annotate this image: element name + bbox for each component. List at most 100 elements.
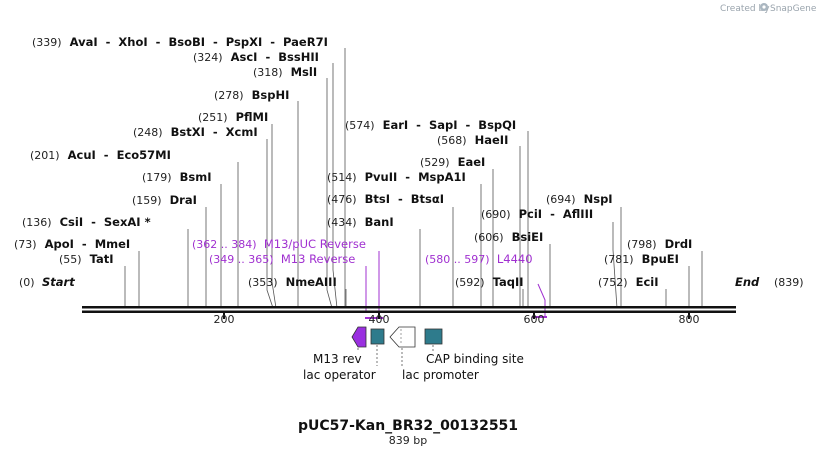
- enzyme-label-taqii[interactable]: (592) TaqII: [455, 275, 524, 289]
- cut-position: (318): [253, 66, 283, 79]
- cut-position: (434): [327, 216, 357, 229]
- enzyme-name: - PspXI: [205, 35, 262, 49]
- primer-range: (362 .. 384): [192, 238, 257, 251]
- enzyme-name: - PaeR7I: [262, 35, 328, 49]
- enzyme-name: EaeI: [450, 155, 486, 169]
- cut-position: (251): [198, 111, 228, 124]
- enzyme-name: BspHI: [244, 88, 290, 102]
- enzyme-label-apoi[interactable]: (73) ApoI - MmeI: [14, 237, 130, 251]
- enzyme-label-nmeaiii[interactable]: (353) NmeAIII: [248, 275, 337, 289]
- enzyme-name: BtsI: [357, 192, 390, 206]
- primer-label-l4440[interactable]: (580 .. 597) L4440: [425, 252, 533, 266]
- enzyme-name: - BtsαI: [390, 192, 444, 206]
- enzyme-name: NmeAIII: [278, 275, 337, 289]
- axis-ticks: [223, 313, 690, 319]
- tick-label-400: 400: [369, 313, 390, 326]
- dna-backbone: [82, 306, 736, 313]
- enzyme-name: PciI: [511, 207, 542, 221]
- enzyme-name: AcuI: [60, 148, 96, 162]
- cut-site-lines: [124, 48, 703, 309]
- enzyme-label-nspi[interactable]: (694) NspI: [546, 192, 613, 206]
- enzyme-name: - SapI: [408, 118, 457, 132]
- snapgene-brand: SnapGene: [770, 4, 817, 14]
- cut-position: (324): [193, 51, 223, 64]
- primer-label-m13-puc-reverse[interactable]: (362 .. 384) M13/pUC Reverse: [192, 237, 366, 251]
- cut-line-bstxi: [266, 139, 274, 309]
- cut-position: (568): [437, 134, 467, 147]
- enzyme-label-btsi[interactable]: (476) BtsI - BtsαI: [327, 192, 444, 206]
- map-length: 839 bp: [389, 434, 427, 447]
- enzyme-name: - BssHII: [257, 50, 318, 64]
- cut-line-pflmi: [271, 124, 277, 309]
- enzyme-name: - AflIII: [542, 207, 593, 221]
- cut-position: (248): [133, 126, 163, 139]
- end-position: (839): [774, 276, 804, 289]
- enzyme-label-bani[interactable]: (434) BanI: [327, 215, 394, 229]
- cut-line-msli: [326, 78, 333, 309]
- enzyme-name: - Eco57MI: [96, 148, 171, 162]
- enzyme-name: BsmI: [172, 170, 212, 184]
- enzyme-label-tati[interactable]: (55) TatI: [59, 252, 114, 266]
- enzyme-label-drdi[interactable]: (798) DrdI: [627, 237, 692, 251]
- cut-position: (73): [14, 238, 37, 251]
- enzyme-label-eari[interactable]: (574) EarI - SapI - BspQI: [345, 118, 516, 132]
- start-position: (0): [19, 276, 35, 289]
- cut-position: (514): [327, 171, 357, 184]
- cut-position: (606): [474, 231, 504, 244]
- enzyme-name: CsiI: [52, 215, 84, 229]
- enzyme-label-haeii[interactable]: (568) HaeII: [437, 133, 508, 147]
- cut-position: (690): [481, 208, 511, 221]
- lac-promoter-arrow-icon[interactable]: [389, 326, 416, 348]
- enzyme-label-bsmi[interactable]: (179) BsmI: [142, 170, 211, 184]
- snapgene-logo-icon: [760, 3, 768, 11]
- enzyme-name: BsiEI: [504, 230, 544, 244]
- enzyme-name: PflMI: [228, 110, 269, 124]
- cut-line-asci: [332, 63, 338, 309]
- enzyme-label-pcii[interactable]: (690) PciI - AflIII: [481, 207, 593, 221]
- enzyme-name: - MspA1I: [397, 170, 466, 184]
- primer-name: M13/pUC Reverse: [257, 237, 366, 251]
- cut-position: (55): [59, 253, 82, 266]
- primer-range: (580 .. 597): [425, 253, 490, 266]
- enzyme-name: - XcmI: [205, 125, 258, 139]
- cut-position: (781): [604, 253, 634, 266]
- tick-label-200: 200: [214, 313, 235, 326]
- enzyme-label-bsiei[interactable]: (606) BsiEI: [474, 230, 543, 244]
- primer-name: M13 Reverse: [274, 252, 356, 266]
- enzyme-name: EarI: [375, 118, 409, 132]
- credit-text: Created by: [720, 4, 770, 14]
- m13-rev-arrow-icon[interactable]: [351, 326, 367, 348]
- enzyme-label-ecii[interactable]: (752) EciI: [598, 275, 659, 289]
- enzyme-label-bsphi[interactable]: (278) BspHI: [214, 88, 289, 102]
- primer-label-m13-reverse[interactable]: (349 .. 365) M13 Reverse: [209, 252, 355, 266]
- enzyme-label-pflmi[interactable]: (251) PflMI: [198, 110, 268, 124]
- cut-position: (136): [22, 216, 52, 229]
- enzyme-label-acui[interactable]: (201) AcuI - Eco57MI: [30, 148, 171, 162]
- enzyme-label-bpuei[interactable]: (781) BpuEI: [604, 252, 679, 266]
- start-label: Start: [42, 275, 75, 289]
- cut-position: (159): [132, 194, 162, 207]
- cut-position: (574): [345, 119, 375, 132]
- enzyme-label-pvuii[interactable]: (514) PvuII - MspA1I: [327, 170, 466, 184]
- lac-operator-box[interactable]: [370, 328, 385, 345]
- cut-position: (798): [627, 238, 657, 251]
- enzyme-name: AvaI: [62, 35, 98, 49]
- enzyme-label-csii[interactable]: (136) CsiI - SexAI *: [22, 215, 151, 229]
- cap-binding-site-box[interactable]: [424, 328, 443, 345]
- enzyme-label-drai[interactable]: (159) DraI: [132, 193, 197, 207]
- feature-leader-lines: [357, 345, 434, 366]
- enzyme-label-avai[interactable]: (339) AvaI - XhoI - BsoBI - PspXI - PaeR…: [32, 35, 328, 49]
- enzyme-name: DraI: [162, 193, 197, 207]
- cut-position: (476): [327, 193, 357, 206]
- enzyme-label-eaei[interactable]: (529) EaeI: [420, 155, 485, 169]
- end-label: End: [735, 275, 760, 289]
- enzyme-name: - SexAI *: [83, 215, 150, 229]
- enzyme-label-asci[interactable]: (324) AscI - BssHII: [193, 50, 319, 64]
- enzyme-name: PvuII: [357, 170, 398, 184]
- tick-label-800: 800: [679, 313, 700, 326]
- feature-label-lac-operator: lac operator: [303, 368, 376, 382]
- enzyme-label-bstxi[interactable]: (248) BstXI - XcmI: [133, 125, 258, 139]
- enzyme-label-msli[interactable]: (318) MslI: [253, 65, 317, 79]
- enzyme-name: TatI: [82, 252, 114, 266]
